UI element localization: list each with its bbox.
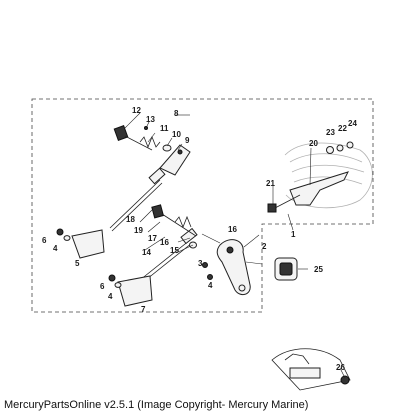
callout-18: 18 (126, 215, 135, 224)
callout-19: 19 (134, 226, 143, 235)
mounting-bracket (267, 141, 354, 213)
throttle-arm (202, 239, 251, 296)
callout-12: 12 (132, 106, 141, 115)
upper-linkage-rod (109, 144, 191, 232)
callout-16-upper: 16 (228, 225, 237, 234)
callout-3: 3 (198, 259, 203, 268)
callout-21: 21 (266, 179, 275, 188)
inset-view (271, 348, 351, 391)
callout-17: 17 (148, 234, 157, 243)
copyright-footer: MercuryPartsOnline v2.5.1 (Image Copyrig… (4, 399, 309, 411)
callout-14: 14 (142, 248, 151, 257)
callout-22: 22 (338, 124, 347, 133)
engine-backdrop (284, 142, 373, 209)
callout-24: 24 (348, 119, 357, 128)
callout-6-lower: 6 (100, 282, 105, 291)
callout-4-lower: 4 (108, 292, 113, 301)
callout-16-lower: 16 (160, 238, 169, 247)
callout-11: 11 (160, 124, 169, 133)
callout-1: 1 (291, 230, 296, 239)
callout-4-upper: 4 (53, 244, 58, 253)
callout-15: 15 (170, 246, 179, 255)
callout-5: 5 (75, 259, 80, 268)
bracket-7 (108, 274, 153, 307)
callout-6-upper: 6 (42, 236, 47, 245)
callout-7: 7 (141, 305, 146, 314)
callout-4-right: 4 (208, 281, 213, 290)
callout-23: 23 (326, 128, 335, 137)
stud-spring-upper (113, 125, 161, 151)
bracket-5 (56, 228, 105, 259)
callout-26: 26 (336, 363, 345, 372)
bushing-25 (274, 257, 298, 281)
callout-20: 20 (309, 139, 318, 148)
callout-13: 13 (146, 115, 155, 124)
callout-10: 10 (172, 130, 181, 139)
callout-9: 9 (185, 136, 190, 145)
callout-2: 2 (262, 242, 267, 251)
callout-25: 25 (314, 265, 323, 274)
leader-lines (124, 112, 346, 379)
assembly-boundary (31, 98, 374, 313)
callout-8: 8 (174, 109, 179, 118)
